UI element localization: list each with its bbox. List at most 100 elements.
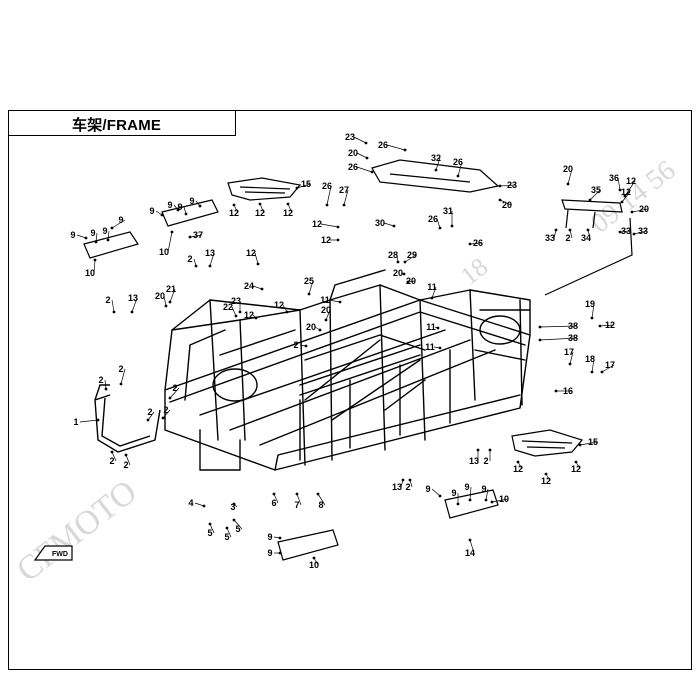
part-callout-10: 10 (85, 268, 95, 278)
callout-leader (317, 493, 326, 506)
callout-leader (539, 337, 578, 341)
part-callout-12: 12 (513, 464, 523, 474)
callout-point (456, 174, 460, 178)
part-callout-30: 30 (375, 218, 385, 228)
callout-point (238, 310, 242, 314)
callout-leader (320, 223, 339, 228)
part-callout-12: 12 (255, 208, 265, 218)
part-callout-2: 2 (123, 460, 128, 470)
part-callout-34: 34 (581, 233, 591, 243)
part-callout-25: 25 (304, 276, 314, 286)
title-box (8, 110, 236, 136)
part-callout-26: 26 (428, 214, 438, 224)
callout-point (168, 300, 172, 304)
main-frame (164, 269, 531, 471)
part-callout-29: 29 (407, 250, 417, 260)
callout-point (318, 328, 322, 332)
part-callout-2: 2 (293, 340, 298, 350)
callout-leader (209, 252, 215, 267)
callout-point (258, 202, 262, 206)
part-callout-11: 11 (426, 322, 436, 332)
part-callout-26: 26 (473, 238, 483, 248)
callout-leader (356, 152, 368, 159)
callout-point (93, 258, 97, 262)
callout-leader (273, 493, 279, 504)
part-callout-5: 5 (235, 524, 240, 534)
part-callout-9: 9 (167, 200, 172, 210)
footrest-guard-left (83, 199, 499, 561)
callout-leader (147, 411, 155, 421)
part-callout-12: 12 (246, 248, 256, 258)
callout-point (490, 500, 494, 504)
diagram-border (8, 110, 692, 670)
part-callout-2: 2 (172, 383, 177, 393)
callout-point (364, 141, 368, 145)
callout-point (307, 292, 311, 296)
part-callout-26: 26 (453, 157, 463, 167)
callout-point (168, 396, 172, 400)
callout-point (336, 225, 340, 229)
callout-point (554, 389, 558, 393)
part-callout-12: 12 (571, 464, 581, 474)
callout-point (146, 418, 150, 422)
part-callout-2: 2 (405, 482, 410, 492)
part-callout-27: 27 (339, 185, 349, 195)
callout-leader (485, 488, 489, 501)
part-callout-2: 2 (118, 364, 123, 374)
callout-point (342, 203, 346, 207)
callout-leader (469, 539, 475, 554)
callout-point (623, 194, 627, 198)
part-callout-10: 10 (309, 560, 319, 570)
callout-leader (619, 230, 631, 233)
callout-point (598, 324, 602, 328)
front-bumper (94, 384, 161, 453)
part-callout-9: 9 (451, 488, 456, 498)
callout-point (468, 498, 472, 502)
part-callout-12: 12 (229, 208, 239, 218)
callout-point (401, 478, 405, 482)
callout-leader (435, 157, 441, 171)
part-callout-38: 38 (568, 333, 578, 343)
callout-leader (431, 286, 437, 299)
callout-point (544, 472, 548, 476)
callout-point (468, 538, 472, 542)
callout-point (590, 316, 594, 320)
callout-point (438, 494, 442, 498)
callout-point (498, 198, 502, 202)
part-callout-9: 9 (70, 230, 75, 240)
callout-leader (567, 168, 573, 185)
part-callout-1: 1 (73, 417, 78, 427)
callout-point (618, 230, 622, 234)
part-callout-20: 20 (639, 204, 649, 214)
part-callout-20: 20 (306, 322, 316, 332)
callout-point (620, 200, 624, 204)
callout-point (161, 416, 165, 420)
part-callout-12: 12 (283, 208, 293, 218)
callout-point (176, 208, 180, 212)
callout-point (278, 536, 282, 540)
callout-point (338, 300, 342, 304)
part-callout-19: 19 (585, 299, 595, 309)
callout-leader (499, 199, 512, 206)
callout-leader (125, 454, 131, 466)
diagram-title: 车架/FRAME (72, 117, 162, 134)
callout-leader (107, 230, 110, 241)
callout-leader (591, 303, 595, 319)
callout-point (396, 260, 400, 264)
callout-point (110, 450, 114, 454)
part-callout-18: 18 (585, 354, 595, 364)
callout-leader (579, 441, 598, 446)
callout-point (160, 213, 164, 217)
part-callout-33: 33 (638, 226, 648, 236)
part-callout-9: 9 (177, 202, 182, 212)
callout-leader (131, 297, 138, 313)
part-callout-11: 11 (427, 282, 437, 292)
callout-point (316, 492, 320, 496)
callout-point (568, 228, 572, 232)
callout-point (403, 148, 407, 152)
callout-point (256, 262, 260, 266)
part-callout-10: 10 (159, 247, 169, 257)
callout-point (170, 230, 174, 234)
callout-point (438, 226, 442, 230)
